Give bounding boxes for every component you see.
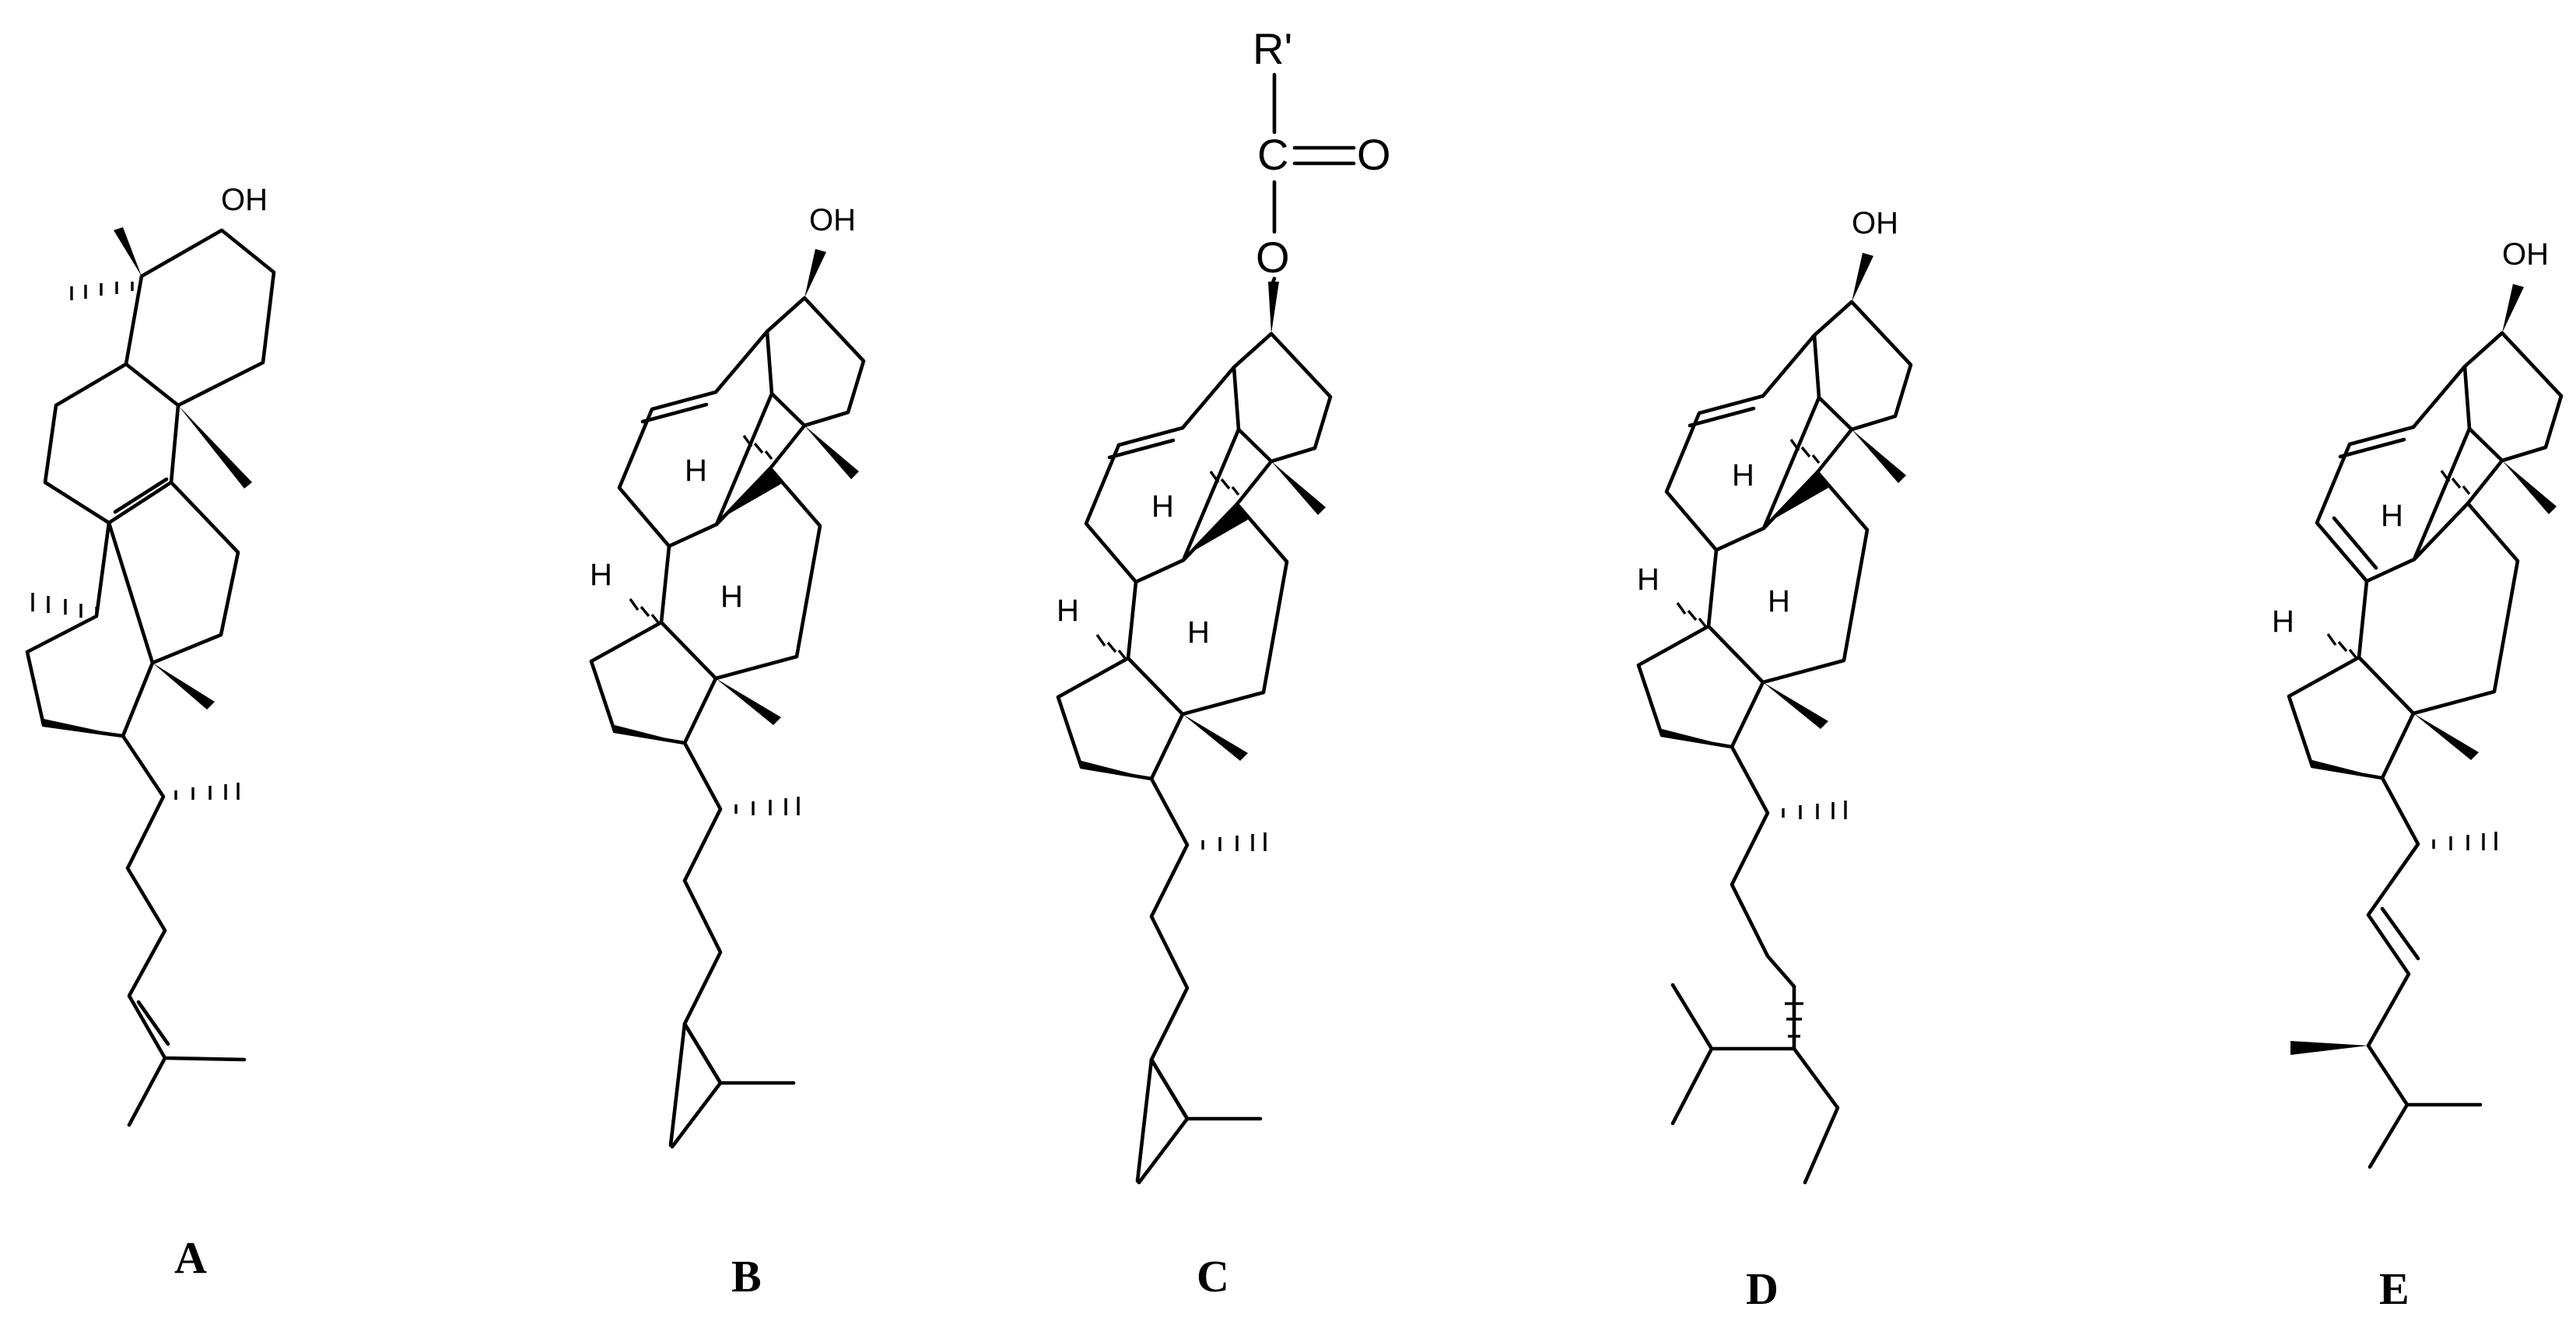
substituent-label-c: R': [1253, 24, 1292, 73]
hydrogen-label-c-2: H: [1057, 594, 1079, 628]
structure-label-a: A: [174, 1232, 207, 1283]
hydrogen-label-b-1: H: [685, 454, 707, 488]
hydroxyl-label-b: OH: [809, 203, 856, 237]
structure-label-e: E: [2379, 1263, 2410, 1314]
carbon-label-c: C: [1257, 130, 1288, 179]
hydrogen-label-d-2: H: [1637, 562, 1660, 597]
hydrogen-label-d-3: H: [1768, 584, 1790, 618]
structure-label-d: D: [1746, 1263, 1779, 1314]
hydrogen-label-d-1: H: [1732, 458, 1754, 492]
structure-d: OH H H H D: [1636, 206, 1913, 1314]
hydrogen-label-b-3: H: [720, 580, 743, 614]
structure-label-c: C: [1197, 1251, 1229, 1302]
hydrogen-label-e-1: H: [2381, 499, 2403, 533]
carbonyl-oxygen-label-c: O: [1357, 130, 1391, 179]
hydrogen-label-c-1: H: [1151, 489, 1174, 524]
structure-a: OH A: [25, 183, 276, 1283]
structure-c: R' C O O H H H C: [1057, 24, 1391, 1302]
structure-e: OH H H E: [2272, 237, 2564, 1314]
hydroxyl-label-d: OH: [1852, 206, 1898, 240]
hydrogen-label-e-2: H: [2272, 604, 2294, 639]
hydrogen-label-b-2: H: [590, 558, 612, 592]
structure-b: OH H H H B: [590, 203, 864, 1302]
ester-oxygen-label-c: O: [1256, 233, 1290, 282]
structure-label-b: B: [731, 1251, 762, 1302]
hydrogen-label-c-3: H: [1187, 615, 1210, 650]
hydroxyl-label-a: OH: [221, 183, 268, 217]
hydroxyl-label-e: OH: [2502, 237, 2549, 272]
